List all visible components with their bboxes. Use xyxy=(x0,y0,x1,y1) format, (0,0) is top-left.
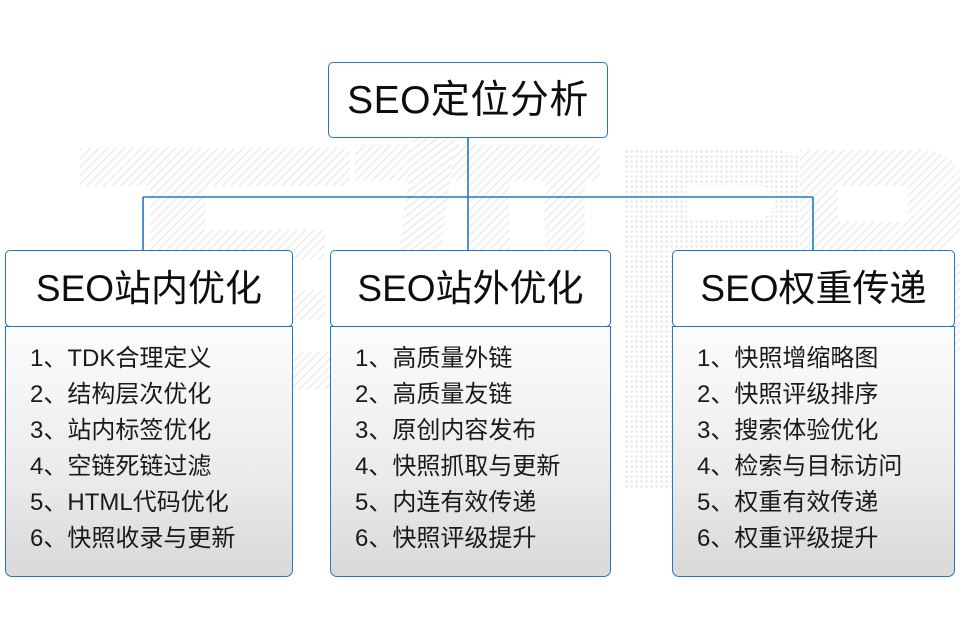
list-item-index: 6、 xyxy=(30,525,68,552)
list-item[interactable]: 3、 原创内容发布 xyxy=(331,413,610,449)
list-item-index: 4、 xyxy=(30,453,68,480)
list-item[interactable]: 6、 快照收录与更新 xyxy=(6,521,292,557)
list-item[interactable]: 4、 快照抓取与更新 xyxy=(331,449,610,485)
list-item-index: 3、 xyxy=(30,417,68,444)
branch-body-on-site: 1、 TDK合理定义 2、 结构层次优化 3、 站内标签优化 4、 空链死链过滤… xyxy=(5,326,293,577)
list-item[interactable]: 4、 检索与目标访问 xyxy=(673,449,954,485)
list-item[interactable]: 5、 HTML代码优化 xyxy=(6,485,292,521)
list-item-index: 1、 xyxy=(697,345,735,372)
list-item-text: 快照评级提升 xyxy=(392,525,537,552)
list-item-text: 快照抓取与更新 xyxy=(392,453,561,480)
branch-body-off-site: 1、 高质量外链 2、 高质量友链 3、 原创内容发布 4、 快照抓取与更新 5… xyxy=(330,326,611,577)
list-item-index: 3、 xyxy=(355,417,393,444)
list-item[interactable]: 6、 权重评级提升 xyxy=(673,521,954,557)
branch-header-on-site[interactable]: SEO站内优化 xyxy=(5,250,293,327)
list-item-text: 内连有效传递 xyxy=(392,489,537,516)
list-item-text: 结构层次优化 xyxy=(67,381,212,408)
list-item-text: 空链死链过滤 xyxy=(67,453,212,480)
list-item-index: 2、 xyxy=(30,381,68,408)
branch-column-off-site: SEO站外优化 1、 高质量外链 2、 高质量友链 3、 原创内容发布 4、 快 xyxy=(330,250,611,577)
list-item-text: 权重评级提升 xyxy=(734,525,879,552)
list-item-text: 搜索体验优化 xyxy=(734,417,879,444)
item-list-off-site: 1、 高质量外链 2、 高质量友链 3、 原创内容发布 4、 快照抓取与更新 5… xyxy=(331,341,610,557)
list-item-text: 快照增缩略图 xyxy=(734,345,879,372)
branch-header-label: SEO站外优化 xyxy=(357,268,584,309)
list-item[interactable]: 2、 快照评级排序 xyxy=(673,377,954,413)
list-item-index: 1、 xyxy=(30,345,68,372)
branch-header-weight-transfer[interactable]: SEO权重传递 xyxy=(672,250,955,327)
list-item[interactable]: 5、 内连有效传递 xyxy=(331,485,610,521)
list-item[interactable]: 6、 快照评级提升 xyxy=(331,521,610,557)
item-list-on-site: 1、 TDK合理定义 2、 结构层次优化 3、 站内标签优化 4、 空链死链过滤… xyxy=(6,341,292,557)
list-item-index: 4、 xyxy=(697,453,735,480)
item-list-weight-transfer: 1、 快照增缩略图 2、 快照评级排序 3、 搜索体验优化 4、 检索与目标访问… xyxy=(673,341,954,557)
list-item[interactable]: 3、 搜索体验优化 xyxy=(673,413,954,449)
list-item-index: 5、 xyxy=(697,489,735,516)
list-item-text: 检索与目标访问 xyxy=(734,453,903,480)
list-item-index: 6、 xyxy=(355,525,393,552)
list-item[interactable]: 5、 权重有效传递 xyxy=(673,485,954,521)
list-item-text: TDK合理定义 xyxy=(67,345,212,372)
list-item-text: HTML代码优化 xyxy=(67,489,229,516)
list-item-index: 6、 xyxy=(697,525,735,552)
list-item[interactable]: 3、 站内标签优化 xyxy=(6,413,292,449)
branch-header-label: SEO权重传递 xyxy=(700,268,927,309)
list-item-text: 高质量外链 xyxy=(392,345,513,372)
branch-column-on-site: SEO站内优化 1、 TDK合理定义 2、 结构层次优化 3、 站内标签优化 4… xyxy=(5,250,293,577)
list-item[interactable]: 1、 高质量外链 xyxy=(331,341,610,377)
branch-header-label: SEO站内优化 xyxy=(35,268,263,309)
list-item[interactable]: 1、 TDK合理定义 xyxy=(6,341,292,377)
list-item[interactable]: 4、 空链死链过滤 xyxy=(6,449,292,485)
list-item-text: 原创内容发布 xyxy=(392,417,537,444)
branch-body-weight-transfer: 1、 快照增缩略图 2、 快照评级排序 3、 搜索体验优化 4、 检索与目标访问… xyxy=(672,326,955,577)
list-item-text: 权重有效传递 xyxy=(734,489,879,516)
list-item[interactable]: 1、 快照增缩略图 xyxy=(673,341,954,377)
list-item-text: 站内标签优化 xyxy=(67,417,212,444)
list-item-text: 快照评级排序 xyxy=(734,381,879,408)
list-item-index: 1、 xyxy=(355,345,393,372)
branch-column-weight-transfer: SEO权重传递 1、 快照增缩略图 2、 快照评级排序 3、 搜索体验优化 4、 xyxy=(672,250,955,577)
list-item-index: 2、 xyxy=(697,381,735,408)
list-item-index: 4、 xyxy=(355,453,393,480)
root-node[interactable]: SEO定位分析 xyxy=(328,62,608,138)
list-item-index: 5、 xyxy=(30,489,68,516)
list-item[interactable]: 2、 结构层次优化 xyxy=(6,377,292,413)
list-item-index: 5、 xyxy=(355,489,393,516)
list-item-text: 高质量友链 xyxy=(392,381,513,408)
list-item-index: 3、 xyxy=(697,417,735,444)
list-item-text: 快照收录与更新 xyxy=(67,525,236,552)
list-item-index: 2、 xyxy=(355,381,393,408)
root-node-label: SEO定位分析 xyxy=(347,78,589,122)
branch-header-off-site[interactable]: SEO站外优化 xyxy=(330,250,611,327)
list-item[interactable]: 2、 高质量友链 xyxy=(331,377,610,413)
